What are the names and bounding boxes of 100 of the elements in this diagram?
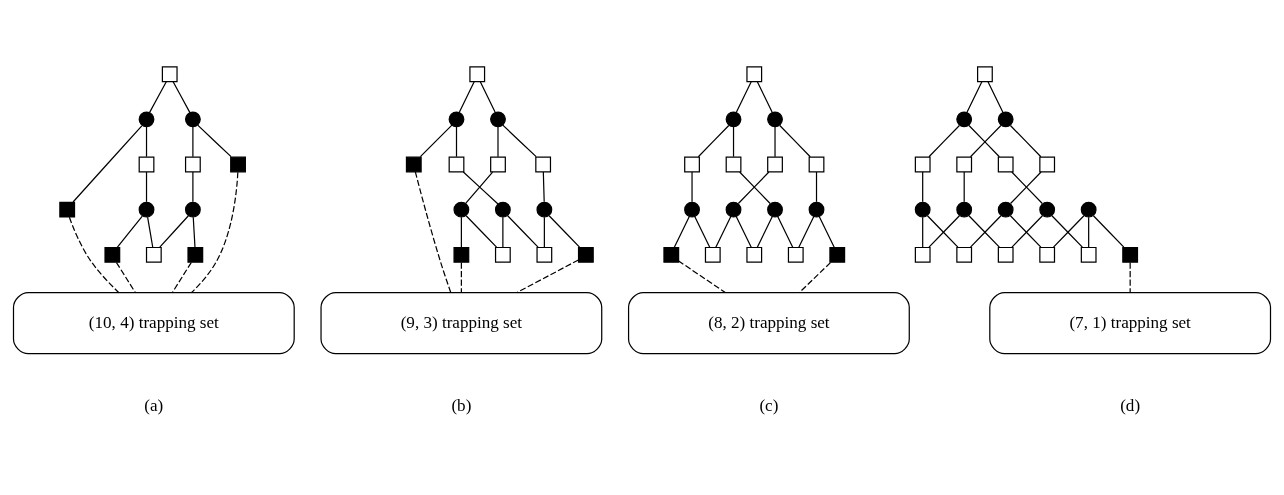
node-box bbox=[956, 156, 973, 173]
connector bbox=[697, 124, 730, 158]
node-circle bbox=[956, 111, 973, 128]
node-circle bbox=[1080, 201, 1097, 218]
connector bbox=[458, 81, 475, 113]
node-box bbox=[59, 201, 76, 218]
connector bbox=[516, 259, 580, 294]
connector bbox=[928, 124, 961, 158]
connector bbox=[507, 215, 539, 248]
connector bbox=[732, 126, 735, 158]
connector bbox=[678, 260, 726, 294]
node-box bbox=[767, 156, 783, 173]
node-box bbox=[494, 246, 511, 263]
connector bbox=[192, 171, 194, 203]
node-box bbox=[161, 66, 178, 83]
node-box: (10, 4) trapping set bbox=[12, 292, 295, 355]
connector bbox=[774, 126, 776, 158]
connector bbox=[777, 215, 794, 248]
node-circle bbox=[494, 201, 511, 218]
node-box bbox=[1039, 156, 1056, 173]
node-circle bbox=[138, 201, 155, 218]
node-box bbox=[746, 66, 763, 83]
connector bbox=[922, 216, 924, 248]
connector bbox=[673, 215, 690, 248]
connector bbox=[715, 215, 732, 248]
node-circle bbox=[997, 111, 1014, 128]
node-box: (8, 2) trapping set bbox=[627, 292, 910, 355]
connector bbox=[460, 262, 462, 294]
connector bbox=[192, 216, 196, 248]
node-box bbox=[725, 156, 742, 173]
node-box bbox=[453, 246, 470, 263]
connector bbox=[414, 171, 452, 294]
node-circle bbox=[956, 201, 973, 218]
connector bbox=[818, 215, 835, 248]
node-box bbox=[914, 156, 931, 173]
connector bbox=[455, 126, 458, 158]
node-box bbox=[914, 246, 931, 263]
node-box bbox=[490, 156, 506, 173]
connector bbox=[460, 216, 462, 248]
node-circle bbox=[914, 201, 931, 218]
label: (b) bbox=[451, 395, 472, 415]
node-box bbox=[1039, 246, 1056, 263]
node-circle bbox=[808, 201, 825, 218]
node-box: (9, 3) trapping set bbox=[320, 292, 603, 355]
node-circle bbox=[184, 201, 201, 218]
node-box bbox=[956, 246, 973, 263]
connector bbox=[963, 171, 965, 203]
connector bbox=[72, 125, 143, 203]
node-circle bbox=[490, 111, 506, 128]
node-box bbox=[829, 246, 846, 263]
node-box bbox=[230, 156, 246, 173]
node-box bbox=[977, 66, 993, 83]
connector bbox=[1129, 262, 1131, 294]
node-box bbox=[405, 156, 422, 173]
node-circle bbox=[997, 201, 1014, 218]
label: (d) bbox=[1120, 395, 1141, 415]
connector bbox=[191, 171, 239, 293]
node-box bbox=[787, 246, 804, 263]
node-circle bbox=[184, 111, 201, 128]
node-box bbox=[469, 66, 486, 83]
connector bbox=[779, 124, 811, 158]
node-box bbox=[536, 246, 553, 263]
node-box bbox=[808, 156, 825, 173]
node-box bbox=[663, 246, 680, 263]
connector bbox=[479, 81, 496, 113]
node-circle bbox=[767, 111, 783, 128]
node-box bbox=[577, 246, 594, 263]
label: (c) bbox=[759, 395, 779, 415]
node-circle bbox=[1039, 201, 1056, 218]
connector bbox=[694, 215, 711, 248]
node-box bbox=[997, 156, 1014, 173]
connector bbox=[756, 81, 773, 113]
connector bbox=[419, 124, 453, 158]
connector bbox=[1092, 215, 1125, 248]
node-box bbox=[684, 156, 700, 173]
node-circle bbox=[453, 201, 470, 218]
node-box bbox=[704, 246, 721, 263]
connector bbox=[815, 171, 818, 203]
node-circle bbox=[448, 111, 465, 128]
node-box: (7, 1) trapping set bbox=[989, 292, 1272, 355]
node-box bbox=[184, 156, 201, 173]
connector bbox=[543, 216, 545, 248]
node-box bbox=[104, 246, 121, 263]
node-box bbox=[145, 246, 162, 263]
connector bbox=[148, 81, 167, 114]
connector bbox=[542, 171, 545, 203]
connector bbox=[465, 215, 498, 248]
connector bbox=[502, 124, 537, 158]
connector bbox=[922, 171, 924, 203]
connector bbox=[691, 171, 693, 203]
node-circle bbox=[138, 111, 155, 128]
connector bbox=[548, 215, 581, 248]
connector bbox=[147, 216, 154, 248]
node-circle bbox=[725, 201, 742, 218]
connector bbox=[159, 215, 190, 248]
node-box bbox=[1080, 246, 1097, 263]
connector bbox=[987, 81, 1004, 113]
connector bbox=[192, 126, 194, 158]
connector bbox=[497, 126, 499, 158]
node-box bbox=[746, 246, 763, 263]
